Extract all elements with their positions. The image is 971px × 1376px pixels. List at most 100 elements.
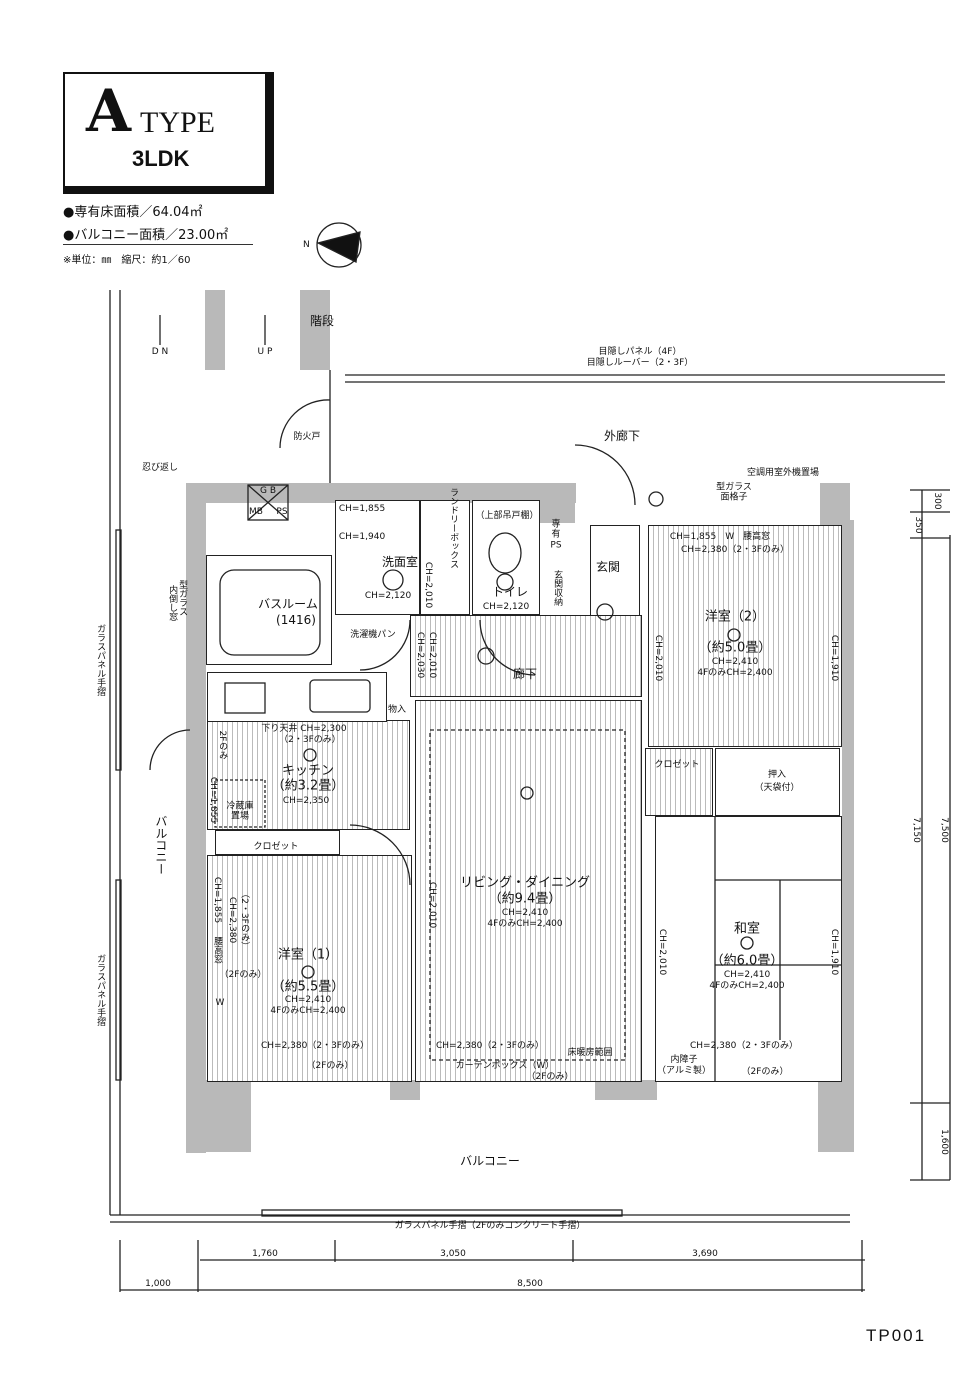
kitchen-lowered: 下り天井 CH=2,300 xyxy=(261,723,347,734)
type-word: TYPE xyxy=(140,106,215,139)
room1-2f-note: （2Fのみ） xyxy=(219,969,267,980)
ac-unit-label: 空調用室外機置場 xyxy=(746,467,820,478)
ld-ch-bottom: CH=2,380（2・3Fのみ） xyxy=(436,1040,544,1051)
dim-7500: 7,500 xyxy=(939,817,950,843)
oshiire-note: （天袋付） xyxy=(754,782,800,793)
washroom xyxy=(335,500,420,615)
stove xyxy=(224,682,266,714)
closet2-label: クロゼット xyxy=(654,759,700,770)
dim-8500: 8,500 xyxy=(517,1278,543,1289)
room2-ch: CH=2,410 xyxy=(711,656,759,667)
oshiire-label: 押入 xyxy=(767,769,787,780)
laundry-box-label: ランドリーボックス xyxy=(448,487,459,569)
divider xyxy=(63,244,253,245)
wall-stairs xyxy=(300,290,330,370)
screen-panel-label: 目隠しパネル（4F） xyxy=(598,346,682,357)
hall-ch1: CH=2,030 xyxy=(415,631,426,679)
compass-icon xyxy=(316,222,362,268)
wall-bottom-right xyxy=(818,1080,854,1152)
type-letter: A xyxy=(86,77,132,145)
room2-ch4f: 4FのみCH=2,400 xyxy=(697,667,773,678)
entrance-label: 玄関 xyxy=(595,560,621,575)
glass-lattice-label: 型ガラス面格子 xyxy=(716,482,752,503)
closet-kitchen xyxy=(215,830,340,855)
floor-heating-range xyxy=(429,729,626,1061)
compass-needle xyxy=(316,231,361,263)
sink xyxy=(309,679,371,713)
wash-ch3: CH=1,940 xyxy=(338,531,386,542)
floor-area: ●専有床面積／64.04㎡ xyxy=(63,205,203,220)
dim-1000: 1,000 xyxy=(145,1278,171,1289)
room1-2f-note-bottom: （2Fのみ） xyxy=(306,1060,354,1071)
wall-top xyxy=(186,483,576,503)
room1-window: 腰高窓 xyxy=(212,936,223,964)
western-room-2 xyxy=(648,525,842,747)
ld-label: リビング・ダイニング xyxy=(459,875,591,891)
mb-ps xyxy=(247,484,289,521)
dim-3690: 3,690 xyxy=(692,1248,718,1259)
wall-post xyxy=(595,1080,657,1100)
inner-window-label: 内倒し窓 xyxy=(167,585,178,621)
mb-label: MB xyxy=(249,506,263,517)
laundry-box xyxy=(420,500,470,615)
fire-door-label: 防火戸 xyxy=(293,431,321,442)
entrance-door-swing xyxy=(574,444,636,506)
type-title-box xyxy=(63,72,267,188)
bathtub xyxy=(219,569,321,656)
fire-door-swing xyxy=(279,399,331,449)
washitsu-label: 和室 xyxy=(733,921,761,937)
room1-size: （約5.5畳） xyxy=(271,979,345,995)
fridge-space xyxy=(214,779,266,828)
kitchen-lowered-note: （2・3Fのみ） xyxy=(279,734,341,745)
oshiire xyxy=(715,748,840,816)
balcony-door-swing xyxy=(149,729,191,771)
hallway xyxy=(410,615,642,697)
ld-2f-note: （2Fのみ） xyxy=(526,1071,574,1082)
hall-ch2: CH=2,010 xyxy=(427,631,438,679)
curtain-box-label: カーテンボックス（W） xyxy=(455,1060,555,1071)
layout-type: 3LDK xyxy=(132,146,190,171)
dim-350: 350 xyxy=(913,516,924,534)
toilet-label: トイレ xyxy=(491,585,529,600)
washitsu-2f-note: （2Fのみ） xyxy=(741,1066,789,1077)
hallway-label: 廊下 xyxy=(512,667,538,682)
room1-ch4f: 4FのみCH=2,400 xyxy=(270,1005,346,1016)
room1-ch-bottom: CH=2,380（2・3Fのみ） xyxy=(261,1040,369,1051)
washitsu-ch-right: CH=1,910 xyxy=(829,928,840,976)
gb-label: G B xyxy=(259,485,277,496)
kitchen-ch-side: CH=1,855 xyxy=(208,776,219,824)
washitsu-ch4f: 4FのみCH=2,400 xyxy=(709,980,785,991)
balcony-bottom-label: バルコニー xyxy=(460,1154,520,1169)
room1-ch-side2-note: （2・3Fのみ） xyxy=(239,889,250,951)
room2-ch-right: CH=1,910 xyxy=(829,634,840,682)
bath-label: バスルーム xyxy=(258,597,318,612)
room2-ch-top2: CH=2,380（2・3Fのみ） xyxy=(681,544,789,555)
kitchen-counter xyxy=(207,672,387,722)
shoji-note: （アルミ製） xyxy=(657,1065,711,1076)
dim-7150: 7,150 xyxy=(911,817,922,843)
title-box-shadow xyxy=(265,72,274,190)
down-label: D N xyxy=(151,346,169,357)
room1-label: 洋室（1） xyxy=(277,947,339,963)
wall-bottom-left xyxy=(186,1080,251,1152)
wash-ch2: CH=1,855 xyxy=(338,503,386,514)
kitchen-size: （約3.2畳） xyxy=(271,778,345,794)
page-code: TP001 xyxy=(866,1326,927,1345)
outer-corridor-label: 外廊下 xyxy=(603,429,641,444)
balcony-left-label: バルコニー xyxy=(153,815,168,875)
washitsu-ch: CH=2,410 xyxy=(723,969,771,980)
fridge-label: 冷蔵庫置場 xyxy=(226,801,254,822)
wall-right xyxy=(842,520,854,1080)
closet-2 xyxy=(645,748,713,816)
wall-top-ps xyxy=(540,483,575,523)
room1-w: W xyxy=(215,997,225,1008)
room2-ch-top: CH=1,855 W 腰高窓 xyxy=(669,531,771,542)
toilet-bowl xyxy=(488,532,522,574)
washitsu-ch-bottom: CH=2,380（2・3Fのみ） xyxy=(690,1040,798,1051)
ld-ch-side: CH=2,010 xyxy=(427,881,438,929)
compass-n-label: N xyxy=(303,240,310,250)
room1-ch-side1: CH=1,855 xyxy=(212,876,223,924)
kitchen-label: キッチン xyxy=(281,763,335,779)
shoji-label: 内障子 xyxy=(670,1054,698,1065)
room1-ch: CH=2,410 xyxy=(284,994,332,1005)
